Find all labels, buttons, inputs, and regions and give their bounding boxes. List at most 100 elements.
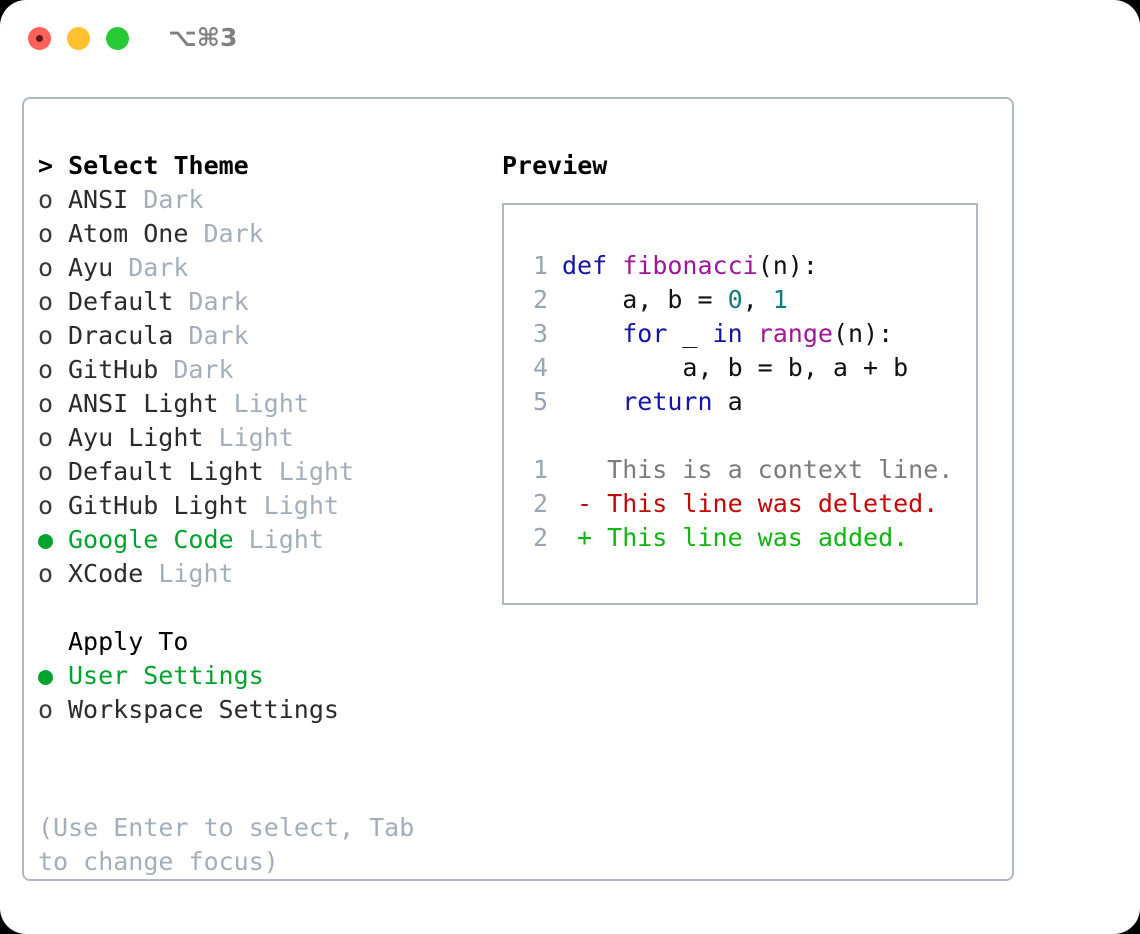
diff-sample: 1 This is a context line.2 - This line w… <box>518 453 976 555</box>
radio-selected-icon[interactable]: ● <box>38 525 54 554</box>
line-number: 1 <box>532 251 548 280</box>
theme-name-label: Default <box>68 287 189 316</box>
theme-category-label: Dark <box>188 287 249 316</box>
theme-name-label: ANSI <box>68 185 144 214</box>
theme-list-item[interactable]: o GitHub Dark <box>38 353 488 387</box>
apply-to-label: User Settings <box>68 661 264 690</box>
close-button-icon[interactable] <box>28 27 51 50</box>
theme-name-label: Google Code <box>68 525 249 554</box>
code-token: 1 <box>772 285 788 314</box>
theme-category-label: Dark <box>128 253 189 282</box>
code-token: (n): <box>757 251 818 280</box>
theme-list-item[interactable]: o Ayu Light Light <box>38 421 488 455</box>
theme-name-label: Default Light <box>68 457 279 486</box>
apply-to-header: Apply To <box>38 625 488 659</box>
theme-name-label: Dracula <box>68 321 189 350</box>
radio-unselected-icon[interactable]: o <box>38 219 54 248</box>
code-token: fibonacci <box>622 251 758 280</box>
line-number: 3 <box>532 319 548 348</box>
code-line: 1 def fibonacci(n): <box>518 249 976 283</box>
code-token: , <box>742 285 773 314</box>
code-token: _ <box>667 319 713 348</box>
line-number: 5 <box>532 387 548 416</box>
theme-name-label: XCode <box>68 559 159 588</box>
line-number: 1 <box>532 455 548 484</box>
theme-name-label: GitHub <box>68 355 174 384</box>
theme-list-item[interactable]: ● Google Code Light <box>38 523 488 557</box>
theme-category-label: Light <box>278 457 354 486</box>
theme-name-label: Ayu Light <box>68 423 219 452</box>
code-token <box>743 319 758 348</box>
minimize-button-icon[interactable] <box>67 27 90 50</box>
theme-category-label: Dark <box>188 321 249 350</box>
theme-category-label: Light <box>263 491 339 520</box>
radio-unselected-icon[interactable]: o <box>38 321 54 350</box>
code-token: - This line was deleted. <box>562 489 939 518</box>
code-token: return <box>622 387 713 416</box>
window-titlebar: ⌥⌘3 <box>0 0 1140 78</box>
theme-category-label: Dark <box>143 185 204 214</box>
theme-list-item[interactable]: o Ayu Dark <box>38 251 488 285</box>
keyboard-hint-text: (Use Enter to select, Tab to change focu… <box>38 813 430 876</box>
code-token: 0 <box>727 285 743 314</box>
radio-unselected-icon[interactable]: o <box>38 253 54 282</box>
code-line: 2 a, b = 0, 1 <box>518 283 976 317</box>
radio-unselected-icon[interactable]: o <box>38 185 54 214</box>
radio-unselected-icon[interactable]: o <box>38 491 54 520</box>
code-token: def <box>562 251 623 280</box>
apply-to-header-indent <box>38 625 68 659</box>
theme-list-item[interactable]: o Dracula Dark <box>38 319 488 353</box>
theme-list-item[interactable]: o Default Light Light <box>38 455 488 489</box>
radio-unselected-icon[interactable]: o <box>38 355 54 384</box>
code-token: a, b = <box>562 285 728 314</box>
preview-title: Preview <box>502 151 608 180</box>
radio-unselected-icon[interactable]: o <box>38 559 54 588</box>
code-token <box>562 319 622 348</box>
code-line: 4 a, b = b, a + b <box>518 351 976 385</box>
theme-name-label: Ayu <box>68 253 129 282</box>
diff-line: 2 - This line was deleted. <box>518 487 976 521</box>
theme-list-item[interactable]: o XCode Light <box>38 557 488 591</box>
theme-category-label: Light <box>248 525 324 554</box>
radio-unselected-icon[interactable]: o <box>38 389 54 418</box>
code-token: a, b = b, a + b <box>562 353 909 382</box>
theme-list-item[interactable]: o ANSI Dark <box>38 183 488 217</box>
radio-unselected-icon[interactable]: o <box>38 423 54 452</box>
code-token: (n): <box>832 319 894 348</box>
apply-to-item[interactable]: ● User Settings <box>38 659 488 693</box>
maximize-button-icon[interactable] <box>106 27 129 50</box>
theme-category-label: Dark <box>173 355 234 384</box>
keyboard-shortcut-label: ⌥⌘3 <box>168 23 238 52</box>
line-number: 2 <box>532 489 548 518</box>
radio-selected-icon[interactable]: ● <box>38 661 54 690</box>
radio-unselected-icon[interactable]: o <box>38 457 54 486</box>
radio-unselected-icon[interactable]: o <box>38 695 54 724</box>
code-token: + This line was added. <box>562 523 909 552</box>
theme-category-label: Light <box>218 423 294 452</box>
line-number: 4 <box>532 353 548 382</box>
code-token <box>562 387 622 416</box>
diff-line: 1 This is a context line. <box>518 453 976 487</box>
code-token: This is a context line. <box>562 455 954 484</box>
theme-list-item[interactable]: o Default Dark <box>38 285 488 319</box>
theme-list-item[interactable]: o GitHub Light Light <box>38 489 488 523</box>
theme-name-label: Atom One <box>68 219 204 248</box>
code-line: 5 return a <box>518 385 976 419</box>
code-diff-spacer <box>518 419 976 453</box>
theme-category-label: Light <box>158 559 234 588</box>
line-number: 2 <box>532 285 548 314</box>
section-spacer <box>38 591 488 625</box>
theme-name-label: GitHub Light <box>68 491 264 520</box>
radio-unselected-icon[interactable]: o <box>38 287 54 316</box>
theme-category-label: Light <box>233 389 309 418</box>
code-token: in <box>712 319 743 348</box>
code-line: 3 for _ in range(n): <box>518 317 976 351</box>
